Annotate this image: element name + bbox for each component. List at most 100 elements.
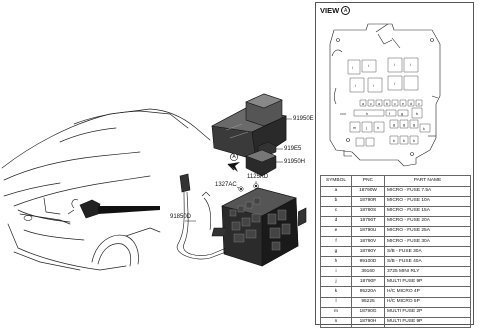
view-arrow [228, 162, 240, 172]
cell-part-name: H/C MICRO 4P [384, 286, 471, 298]
header-pnc: PNC [351, 175, 385, 187]
fuse-label: l [355, 84, 356, 88]
cell-pnc: 18790V [351, 235, 385, 248]
cell-pnc: 18790F [351, 276, 385, 288]
cell-pnc: 95225 [351, 296, 385, 308]
fuse-label: g [403, 123, 405, 127]
header-part-name: PART NAME [384, 175, 471, 187]
fuse-label: d [410, 102, 412, 106]
cell-part-name: MICRO - FUSE 25A [384, 225, 471, 237]
car-fuse-box-location [67, 199, 101, 219]
view-marker-circle [230, 153, 238, 161]
bolt-1327AC [238, 186, 244, 192]
cell-symbol: a [320, 185, 352, 197]
callout-919E5: 919E5 [284, 146, 302, 152]
callout-1125KD: 1125KD [247, 174, 269, 180]
cell-pnc: 18790U [351, 225, 385, 237]
callout-view-marker: A [232, 154, 236, 160]
cell-pnc: 18790R [351, 195, 385, 207]
fuse-label: h [366, 112, 368, 116]
cell-symbol: h [320, 256, 352, 268]
cell-pnc: 95220A [351, 286, 385, 298]
bolt-1125KD [253, 183, 259, 189]
cell-symbol: m [320, 306, 352, 318]
fuse-label: b [386, 102, 388, 106]
view-a-fuse-symbols: i i i i l i l a c a b c e d c h f g b k … [352, 63, 425, 143]
cell-part-name: MICRO - FUSE 30A [384, 235, 471, 248]
cell-part-name: MULTI FUSE 2P [384, 306, 471, 318]
fuse-label: c [370, 102, 372, 106]
cell-part-name: 3725 MINI RLY [384, 266, 471, 278]
cell-part-name: MICRO - FUSE 10A [384, 195, 471, 207]
fuse-label: i [373, 84, 374, 88]
cell-pnc: 99100D [351, 256, 385, 268]
fuse-label: a [362, 102, 364, 106]
cell-pnc: 18790W [351, 185, 385, 197]
fuse-label: c [394, 102, 396, 106]
view-title-text: VIEW [320, 6, 340, 15]
cell-part-name: MICRO - FUSE 7.5A [384, 185, 471, 197]
fuse-label: b [393, 139, 395, 143]
cell-pnc: 18790H [351, 316, 385, 328]
cell-symbol: k [320, 286, 352, 298]
cell-symbol: i [320, 266, 352, 278]
cell-symbol: e [320, 225, 352, 237]
cell-part-name: H/C MICRO 5P [384, 296, 471, 308]
cell-pnc: 18790Y [351, 246, 385, 258]
callout-91950H: 91950H [284, 159, 306, 165]
fuse-label: k [423, 127, 425, 131]
cell-part-name: MULTI FUSE 9P [384, 276, 471, 288]
cell-symbol: g [320, 246, 352, 258]
cell-part-name: MICRO - FUSE 15A [384, 205, 471, 217]
fuse-label: e [402, 102, 404, 106]
main-fuse-box [211, 187, 307, 267]
header-symbol: SYMBOL [320, 175, 352, 187]
cell-symbol: n [320, 316, 352, 328]
callout-91850D: 91850D [170, 214, 192, 220]
wiring-harness [176, 173, 227, 260]
fuse-label: i [368, 64, 369, 68]
fuse-label: g [401, 112, 403, 116]
fuse-label: i [394, 63, 395, 67]
cell-pnc: 18790G [351, 306, 385, 318]
sub-fuse-block [245, 149, 277, 177]
fuse-label: b [413, 139, 415, 143]
cell-symbol: j [320, 276, 352, 288]
cell-pnc: 18790S [351, 205, 385, 217]
cell-symbol: d [320, 215, 352, 227]
cell-symbol: l [320, 296, 352, 308]
cell-part-name: MULTI FUSE 9P [384, 316, 471, 328]
fuse-label: a [378, 102, 380, 106]
fuse-label: n [377, 126, 379, 130]
fuse-label: m [353, 126, 356, 130]
vehicle-outline [1, 108, 211, 271]
table-header-row: SYMBOL PNC PART NAME [320, 175, 471, 187]
fuse-label: c [418, 102, 420, 106]
cell-part-name: S/B - FUSE 40A [384, 256, 471, 268]
leader-1327AC [236, 186, 240, 189]
fuse-label: g [393, 123, 395, 127]
cell-symbol: f [320, 235, 352, 248]
pointer-wedge [98, 206, 160, 214]
view-a-fuse-layout [329, 23, 441, 167]
fuse-label: b [416, 112, 418, 116]
cell-pnc: 18790T [351, 215, 385, 227]
cell-part-name: MICRO - FUSE 20A [384, 215, 471, 227]
fuse-label: l [394, 82, 395, 86]
fuse-label: b [403, 139, 405, 143]
cell-symbol: b [320, 195, 352, 207]
fuse-label: f [389, 112, 390, 116]
callout-91950E: 91950E [293, 116, 314, 122]
